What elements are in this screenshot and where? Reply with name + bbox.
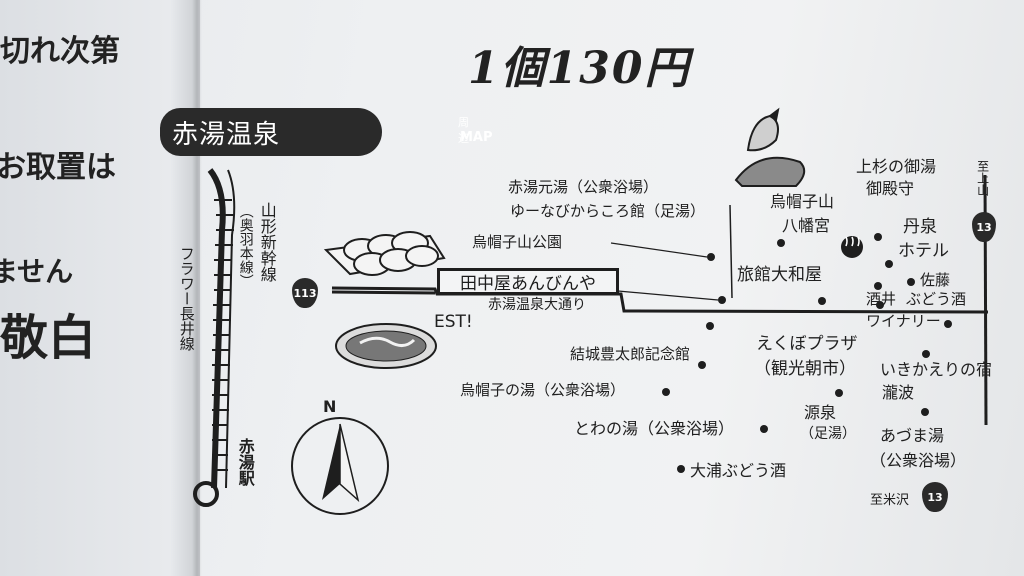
place-azuma-yu-1[interactable]: あづま湯 (880, 426, 945, 445)
map-title: 赤湯温泉 (172, 119, 281, 150)
place-ekubo-plaza-2[interactable]: （観光朝市） (754, 359, 856, 379)
station-label: 赤湯駅 (235, 438, 255, 486)
compass-icon (291, 417, 389, 515)
left-page: 切れ次第 お取置は ません 敬白 (0, 0, 200, 576)
ou-line-label: （奥羽本線） (237, 204, 254, 288)
place-uesugi-no-miyu-1[interactable]: 上杉の御湯 (856, 157, 937, 176)
place-tansen-hotel-1[interactable]: 丹泉 (903, 217, 937, 237)
left-note-4: 敬白 (0, 310, 97, 366)
place-eboshiyama-park[interactable]: 烏帽子山公園 (472, 233, 563, 251)
bird-monument-illustration (734, 107, 806, 187)
place-sakai-winery-2[interactable]: ワイナリー (866, 312, 941, 330)
place-oura-budoshu[interactable]: 大浦ぶどう酒 (690, 461, 787, 480)
place-ikikaeri-no-yado[interactable]: いきかえりの宿 (880, 360, 993, 379)
hot-spring-icon (841, 236, 863, 258)
railway-track (207, 168, 236, 489)
place-takinami[interactable]: 瀧波 (882, 383, 915, 402)
to-yonezawa-label: 至米沢 (870, 493, 910, 508)
est-label: EST! (434, 312, 473, 332)
map-title-banner: 赤湯温泉 周辺 MAP (160, 108, 493, 156)
place-azuma-yu-2[interactable]: （公衆浴場） (870, 451, 967, 470)
route-13-sign-south: 13 (922, 482, 948, 512)
left-note-2: お取置は (0, 150, 116, 185)
route-113-sign: 113 (292, 278, 318, 308)
place-gensen-1[interactable]: 源泉 (804, 403, 837, 422)
map-title-sub: 周辺 (458, 116, 471, 145)
place-markers (662, 233, 952, 473)
shinkansen-label: 山形新幹線 (257, 202, 277, 282)
place-sato-budoshu-1[interactable]: 佐藤 (920, 271, 951, 289)
left-note-1: 切れ次第 (0, 34, 120, 69)
compass-north-label: N (323, 397, 337, 416)
place-eboshiyama-hachimangu-2[interactable]: 八幡宮 (782, 216, 831, 235)
place-eboshi-no-yu[interactable]: 烏帽子の湯（公衆浴場） (460, 381, 626, 399)
place-eboshiyama-hachimangu-1[interactable]: 烏帽子山 (770, 192, 835, 211)
flower-line-label: フラワー長井線 (177, 246, 196, 351)
place-ryokan-yamatoya[interactable]: 旅館大和屋 (737, 265, 822, 285)
place-ekubo-plaza-1[interactable]: えくぼプラザ (756, 334, 858, 354)
dango-illustration (323, 231, 446, 276)
page-fold (192, 0, 202, 576)
place-sakai-winery-1[interactable]: 酒井 (866, 290, 897, 308)
place-towa-no-yu[interactable]: とわの湯（公衆浴場） (574, 419, 735, 438)
street-label: 赤湯温泉大通り (488, 297, 586, 313)
place-yunabi-karakorokan[interactable]: ゆーなびからころ館（足湯） (510, 202, 706, 220)
price-label: 1個130円 (468, 43, 691, 94)
left-note-3: ません (0, 255, 74, 288)
place-gensen-2[interactable]: （足湯） (800, 426, 856, 442)
place-akayu-motoyu[interactable]: 赤湯元湯（公衆浴場） (508, 178, 659, 196)
place-tansen-hotel-2[interactable]: ホテル (898, 241, 949, 261)
route-13-sign-north: 13 (972, 212, 996, 242)
map-title-map: MAP (460, 130, 493, 145)
to-kaminoyama-label: 至上山 (975, 160, 990, 196)
place-sato-budoshu-2[interactable]: ぶどう酒 (906, 290, 967, 308)
place-uesugi-no-miyu-2[interactable]: 御殿守 (866, 179, 915, 198)
station-marker (193, 481, 219, 507)
plate-illustration (335, 323, 437, 369)
store-tanakaya-anbinya[interactable]: 田中屋あんびんや (437, 268, 619, 295)
place-yuki-toyotaro-memorial[interactable]: 結城豊太郎記念館 (570, 345, 691, 363)
